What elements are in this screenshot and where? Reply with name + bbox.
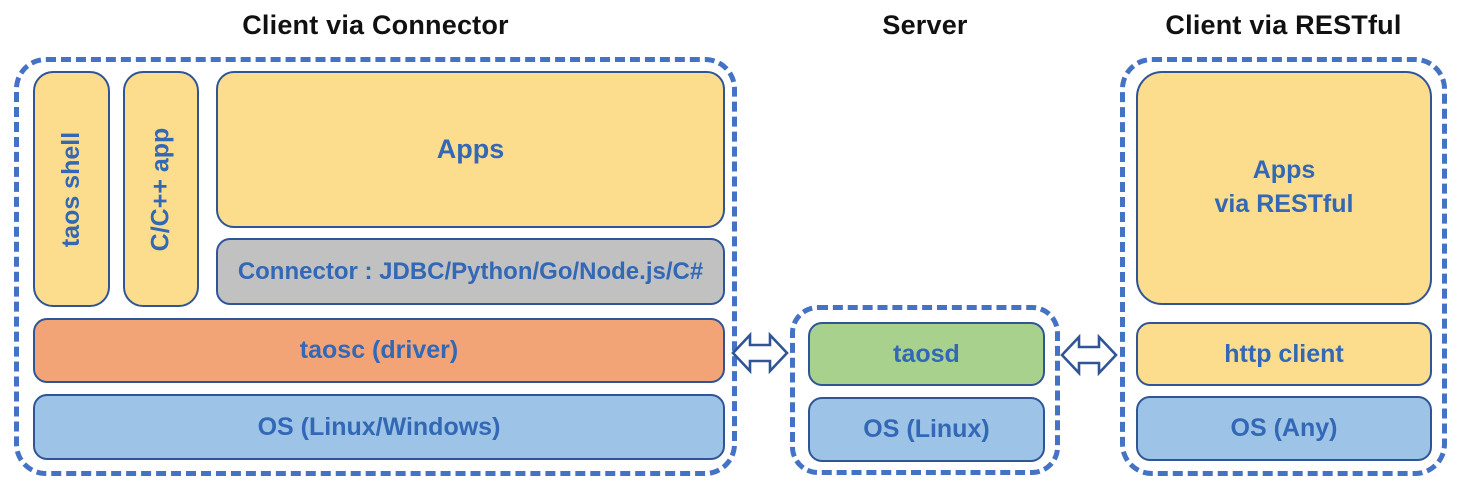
- taos-shell-label: taos shell: [57, 131, 86, 247]
- cpp-app-box: C/C++ app: [123, 71, 199, 307]
- server-title: Server: [882, 10, 968, 40]
- taosd-label: taosd: [893, 339, 960, 368]
- connector-label: Connector : JDBC/Python/Go/Node.js/C#: [237, 257, 704, 285]
- taos-shell-box: taos shell: [33, 71, 110, 307]
- apps-box: Apps: [216, 71, 725, 228]
- os-any-label: OS (Any): [1230, 414, 1338, 442]
- client-restful-container: [1120, 57, 1447, 476]
- os-any-box: OS (Any): [1136, 396, 1432, 461]
- left-right-arrow-icon: [1060, 334, 1118, 376]
- apps-via-restful-label-line2: via RESTful: [1214, 190, 1354, 218]
- connector-box: Connector : JDBC/Python/Go/Node.js/C#: [216, 238, 725, 305]
- apps-via-restful-box: Apps via RESTful: [1136, 71, 1432, 305]
- left-right-arrow-icon: [731, 332, 789, 374]
- taosd-box: taosd: [808, 322, 1045, 386]
- os-linux-windows-box: OS (Linux/Windows): [33, 394, 725, 460]
- apps-label: Apps: [436, 134, 505, 164]
- apps-via-restful-label-line1: Apps: [1252, 156, 1316, 185]
- cpp-app-label: C/C++ app: [146, 127, 175, 251]
- http-client-label: http client: [1224, 339, 1344, 368]
- client-connector-container: [14, 57, 737, 476]
- server-container: [790, 305, 1060, 475]
- http-client-box: http client: [1136, 322, 1432, 386]
- os-linux-box: OS (Linux): [808, 397, 1045, 462]
- client-restful-title: Client via RESTful: [1165, 10, 1402, 40]
- os-linux-label: OS (Linux): [863, 415, 990, 443]
- taosc-driver-label: taosc (driver): [299, 336, 459, 364]
- taosc-driver-box: taosc (driver): [33, 318, 725, 383]
- client-connector-title: Client via Connector: [242, 10, 509, 40]
- os-linux-windows-label: OS (Linux/Windows): [257, 412, 501, 441]
